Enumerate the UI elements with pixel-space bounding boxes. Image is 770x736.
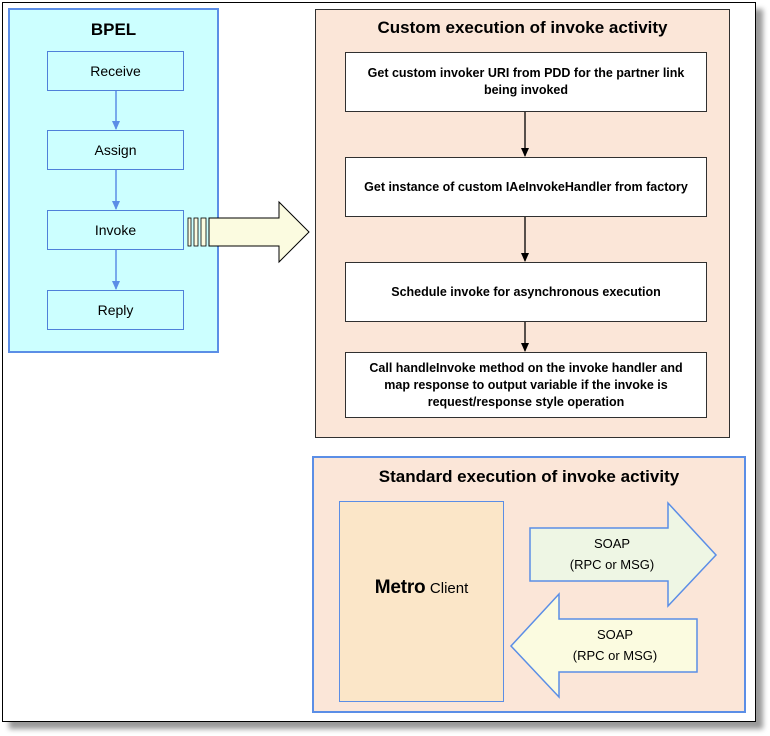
custom-step-schedule: Schedule invoke for asynchronous executi… xyxy=(345,262,707,322)
soap-response-style: (RPC or MSG) xyxy=(572,648,658,663)
bpel-step-invoke: Invoke xyxy=(47,210,184,250)
metro-client-box: Metro Client xyxy=(339,501,504,702)
bpel-step-assign: Assign xyxy=(47,130,184,170)
invoke-to-custom-arrow xyxy=(187,200,310,264)
client-label: Metro Client xyxy=(340,577,503,599)
custom-step-get-handler: Get instance of custom IAeInvokeHandler … xyxy=(345,157,707,217)
soap-request-arrow xyxy=(529,501,718,608)
soap-request-style: (RPC or MSG) xyxy=(569,557,655,572)
soap-request-label: SOAP (RPC or MSG) xyxy=(557,533,667,575)
soap-request-protocol: SOAP xyxy=(593,536,631,551)
bpel-step-receive: Receive xyxy=(47,51,184,91)
custom-execution-title: Custom execution of invoke activity xyxy=(377,18,668,37)
metro-logo: Metro xyxy=(374,577,426,598)
soap-response-arrow xyxy=(509,592,698,699)
bpel-step-reply: Reply xyxy=(47,290,184,330)
bpel-title: BPEL xyxy=(90,20,137,39)
custom-step-handle-invoke: Call handleInvoke method on the invoke h… xyxy=(345,352,707,418)
custom-step-get-uri: Get custom invoker URI from PDD for the … xyxy=(345,52,707,112)
soap-response-label: SOAP (RPC or MSG) xyxy=(560,624,670,666)
client-text: Client xyxy=(429,580,469,597)
soap-response-protocol: SOAP xyxy=(596,627,634,642)
standard-execution-title: Standard execution of invoke activity xyxy=(378,467,680,486)
